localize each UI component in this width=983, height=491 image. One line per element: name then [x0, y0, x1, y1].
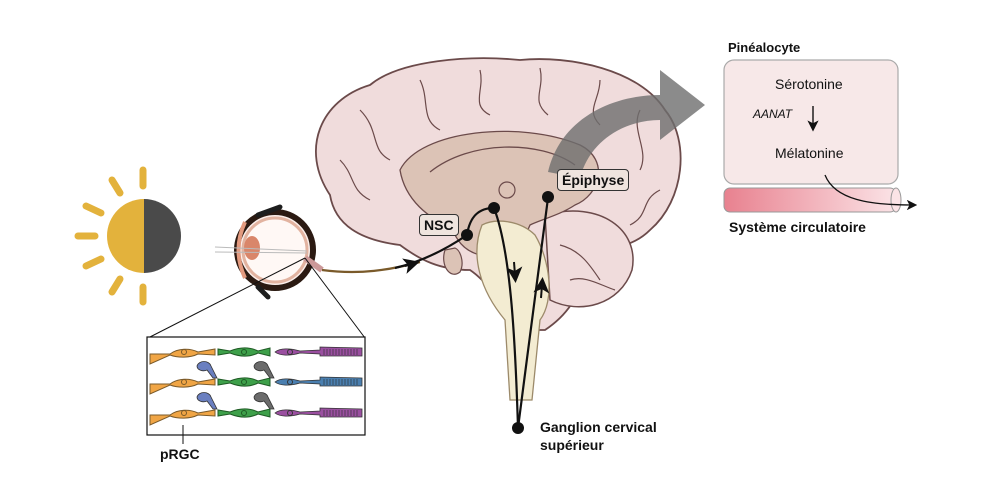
- photoreceptor-cell: [274, 376, 363, 387]
- melatonine-label: Mélatonine: [775, 145, 844, 161]
- photoreceptor-cell: [274, 407, 363, 418]
- sun-icon: [74, 166, 181, 306]
- prgc-label: pRGC: [160, 446, 200, 462]
- aanat-label: AANAT: [753, 107, 793, 121]
- photoreceptor-cell: [274, 346, 363, 357]
- ganglion-node: [512, 422, 524, 434]
- systeme-circulatoire-label: Système circulatoire: [729, 219, 866, 235]
- bipolar-cell: [217, 408, 271, 418]
- epiphyse-node: [542, 191, 554, 203]
- interneuron-cell: [196, 361, 218, 379]
- nsc-label: NSC: [419, 214, 459, 236]
- interneuron-cell: [253, 361, 275, 379]
- bipolar-cell: [217, 377, 271, 387]
- prgc-cell: [149, 348, 216, 365]
- nsc-node: [461, 229, 473, 241]
- bipolar-cell: [217, 347, 271, 357]
- eye-icon: [214, 204, 324, 300]
- ganglion-label-line1: Ganglion cervical: [540, 419, 657, 435]
- blood-vessel-icon: [723, 187, 902, 213]
- epiphyse-label: Épiphyse: [557, 169, 630, 191]
- pinealocyte-label: Pinéalocyte: [728, 40, 801, 55]
- prgc-cell: [149, 409, 216, 426]
- interneuron-cell: [196, 392, 218, 410]
- serotonine-label: Sérotonine: [775, 76, 843, 92]
- ganglion-label-line2: supérieur: [540, 437, 604, 453]
- pvn-node: [488, 202, 500, 214]
- curved-arrow-icon: [548, 70, 705, 178]
- interneuron-cell: [253, 392, 275, 410]
- moon-half-icon: [144, 199, 181, 273]
- prgc-cell: [149, 378, 216, 395]
